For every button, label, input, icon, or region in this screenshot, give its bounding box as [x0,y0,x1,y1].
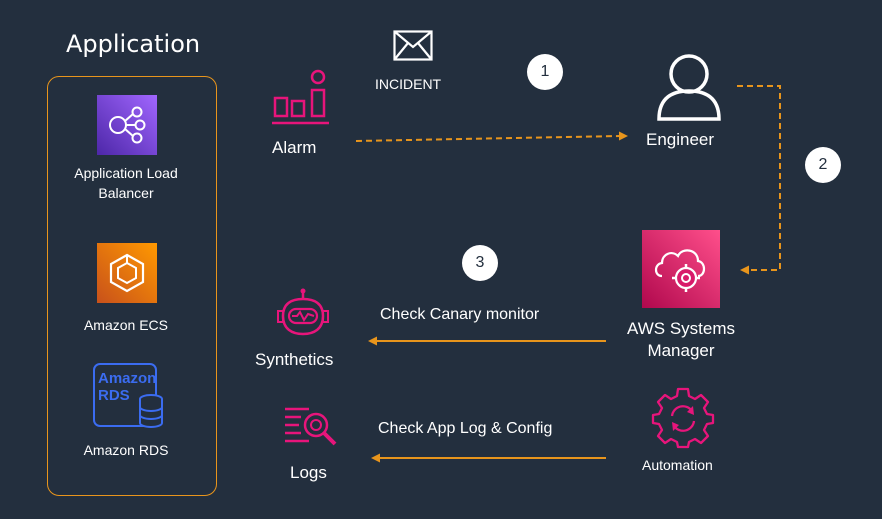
rds-icon-text-amazon: Amazon [98,370,156,387]
application-title: Application [66,30,201,58]
step-2-badge: 2 [805,147,841,183]
alarm-to-engineer-arrowhead [619,131,628,141]
check-applog-label: Check App Log & Config [378,420,553,437]
alarm-to-engineer-arrow [355,135,621,142]
step-1-badge: 1 [527,54,563,90]
incident-label: INCIDENT [375,76,442,92]
engineer-to-ssm-arrow [737,85,781,271]
alarm-chart-icon [272,69,329,125]
application-group-box [47,76,217,496]
rds-label: Amazon RDS [83,442,169,458]
engineer-label: Engineer [646,130,715,149]
ecs-icon [97,243,157,303]
ssm-label: AWS Systems Manager [620,318,742,362]
automation-label: Automation [642,457,713,473]
rds-icon: Amazon RDS [93,363,163,428]
load-balancer-icon [97,95,157,155]
synthetics-icon [277,288,329,336]
logs-icon [285,407,337,446]
alb-label-line2: Balancer [98,185,154,201]
ssm-label-line1: AWS Systems [627,319,735,338]
alb-label-line1: Application Load [74,165,178,181]
ecs-label: Amazon ECS [83,317,169,333]
automation-to-logs-arrowhead [371,453,380,463]
ssm-to-synthetics-arrowhead [368,336,377,346]
ssm-label-line2: Manager [647,341,715,360]
check-canary-label: Check Canary monitor [380,306,540,323]
rds-icon-text-rds: RDS [98,387,130,404]
user-icon [657,54,721,121]
alarm-label: Alarm [272,138,317,157]
envelope-icon [393,30,433,61]
logs-label: Logs [290,463,327,482]
automation-icon [651,387,715,449]
synthetics-label: Synthetics [255,350,334,369]
alb-label: Application Load Balancer [56,163,196,203]
step-3-badge: 3 [462,245,498,281]
systems-manager-icon [642,230,720,308]
engineer-to-ssm-arrowhead [740,265,749,275]
